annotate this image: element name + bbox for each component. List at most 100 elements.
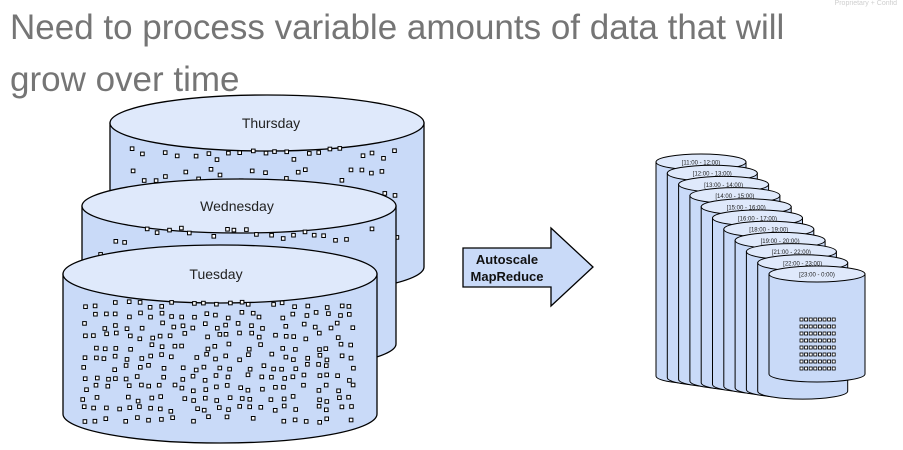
data-square bbox=[827, 366, 831, 371]
data-square bbox=[215, 325, 220, 331]
data-square bbox=[822, 359, 827, 364]
data-square bbox=[351, 365, 356, 371]
data-square bbox=[94, 395, 100, 400]
data-square bbox=[808, 366, 813, 371]
data-square bbox=[347, 378, 352, 383]
data-square bbox=[348, 355, 354, 361]
data-square bbox=[304, 313, 310, 318]
data-square bbox=[254, 232, 259, 237]
data-square bbox=[238, 385, 243, 390]
data-square bbox=[799, 352, 804, 357]
data-square bbox=[180, 365, 186, 371]
hourly-cylinder-label: [21:00 - 22:00) bbox=[772, 250, 811, 256]
cylinder-tuesday: Tuesday bbox=[62, 244, 378, 444]
data-square bbox=[191, 388, 196, 394]
data-square bbox=[804, 324, 808, 329]
data-square bbox=[146, 417, 151, 423]
data-square bbox=[799, 338, 804, 343]
data-square bbox=[808, 338, 813, 343]
data-square bbox=[244, 227, 249, 232]
data-square bbox=[293, 407, 298, 412]
data-square bbox=[302, 229, 308, 235]
data-square bbox=[316, 403, 322, 409]
data-square bbox=[804, 359, 808, 364]
data-square bbox=[827, 324, 831, 329]
data-square bbox=[201, 407, 207, 413]
data-square bbox=[159, 417, 164, 422]
data-square bbox=[281, 418, 287, 424]
data-square bbox=[281, 396, 287, 402]
data-square bbox=[159, 310, 165, 316]
data-square bbox=[93, 311, 98, 317]
data-square bbox=[301, 372, 307, 378]
data-square bbox=[205, 346, 211, 352]
data-square bbox=[82, 419, 88, 424]
data-square bbox=[324, 357, 330, 363]
data-square bbox=[123, 419, 129, 424]
data-square bbox=[161, 374, 166, 380]
data-square bbox=[307, 151, 312, 156]
data-square bbox=[139, 382, 144, 388]
data-square bbox=[280, 346, 285, 351]
data-square bbox=[317, 373, 323, 378]
data-square bbox=[225, 374, 231, 380]
data-square bbox=[169, 314, 174, 319]
data-square bbox=[272, 149, 277, 154]
data-square bbox=[187, 230, 192, 236]
data-square bbox=[256, 314, 262, 320]
data-square bbox=[348, 342, 353, 348]
data-square bbox=[123, 376, 129, 382]
data-square bbox=[247, 366, 253, 372]
data-square bbox=[831, 345, 836, 350]
data-square bbox=[158, 394, 163, 399]
data-square bbox=[292, 417, 298, 423]
data-square bbox=[237, 150, 242, 155]
data-square bbox=[101, 356, 107, 361]
data-square bbox=[303, 419, 309, 424]
data-square bbox=[103, 416, 109, 421]
data-square bbox=[80, 397, 86, 402]
data-square bbox=[179, 225, 184, 231]
data-square bbox=[134, 374, 140, 379]
data-square bbox=[251, 148, 256, 154]
hourly-cylinder-label: [16:00 - 17:00) bbox=[738, 217, 777, 223]
data-square bbox=[818, 317, 822, 322]
data-square bbox=[226, 150, 231, 156]
data-square bbox=[317, 397, 322, 403]
cylinder-label-wednesday: Wednesday bbox=[200, 198, 274, 214]
data-square bbox=[235, 321, 241, 326]
data-square bbox=[179, 343, 184, 349]
data-square bbox=[147, 305, 153, 310]
data-square bbox=[239, 299, 245, 305]
data-square bbox=[126, 383, 132, 388]
data-square bbox=[301, 382, 306, 388]
data-square bbox=[113, 346, 119, 351]
data-square bbox=[174, 153, 180, 159]
data-square bbox=[344, 237, 349, 242]
data-square bbox=[172, 382, 178, 388]
data-square bbox=[206, 414, 211, 419]
data-square bbox=[327, 146, 333, 152]
data-square bbox=[81, 404, 87, 409]
data-square bbox=[201, 364, 207, 370]
data-square bbox=[279, 300, 285, 306]
data-square bbox=[129, 146, 135, 151]
data-square bbox=[112, 367, 118, 372]
data-square bbox=[130, 168, 136, 174]
data-square bbox=[324, 372, 329, 378]
data-square bbox=[822, 345, 827, 350]
data-square bbox=[167, 227, 172, 233]
data-square bbox=[335, 335, 341, 340]
data-square bbox=[179, 314, 184, 320]
cylinder-label-tuesday: Tuesday bbox=[189, 266, 242, 282]
data-square bbox=[280, 236, 286, 241]
data-square bbox=[228, 300, 233, 306]
data-square bbox=[268, 397, 274, 402]
data-square bbox=[239, 396, 245, 401]
data-square bbox=[171, 324, 177, 330]
data-square bbox=[804, 317, 808, 322]
data-square bbox=[323, 346, 329, 351]
data-square bbox=[104, 331, 109, 337]
data-square bbox=[193, 153, 199, 159]
data-square bbox=[831, 352, 836, 357]
